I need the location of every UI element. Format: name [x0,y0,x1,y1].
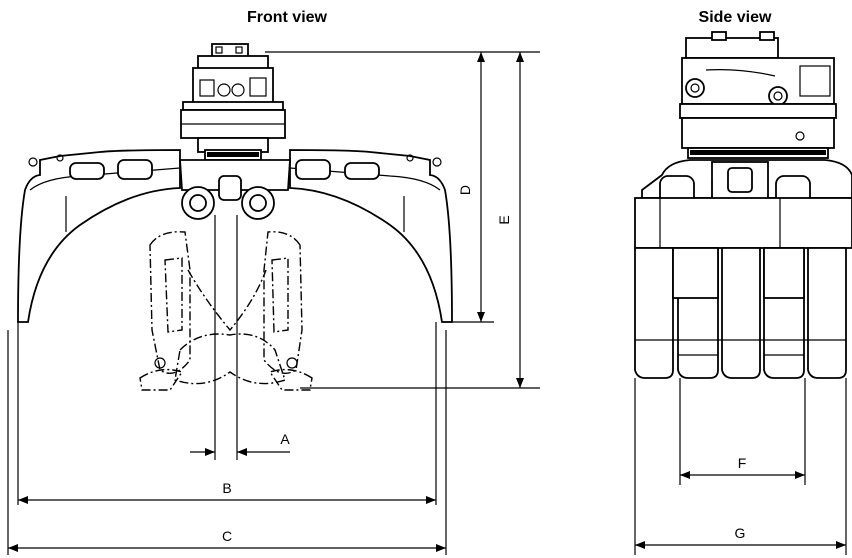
dimension-e-label: E [496,215,512,224]
side-view-title: Side view [699,9,772,26]
front-view-grapple [17,43,453,460]
outer-jaws-front [17,149,453,323]
front-view-title: Front view [247,9,328,26]
rotator-side [679,31,837,159]
dimension-b-label: B [222,480,231,496]
tines-side [634,197,852,379]
centre-hub-front [179,159,291,460]
rotator-front [180,43,286,161]
dimension-f-label: F [738,455,747,471]
inner-tines-dashed [139,231,313,391]
dimension-a-label: A [280,431,290,447]
dimension-d-label: D [457,185,473,195]
dimension-c-label: C [222,528,232,544]
dimension-g-label: G [735,525,746,541]
side-dimensions: F G [634,378,847,555]
front-dimensions: A B C D E [7,51,540,555]
side-view-grapple [634,31,852,379]
